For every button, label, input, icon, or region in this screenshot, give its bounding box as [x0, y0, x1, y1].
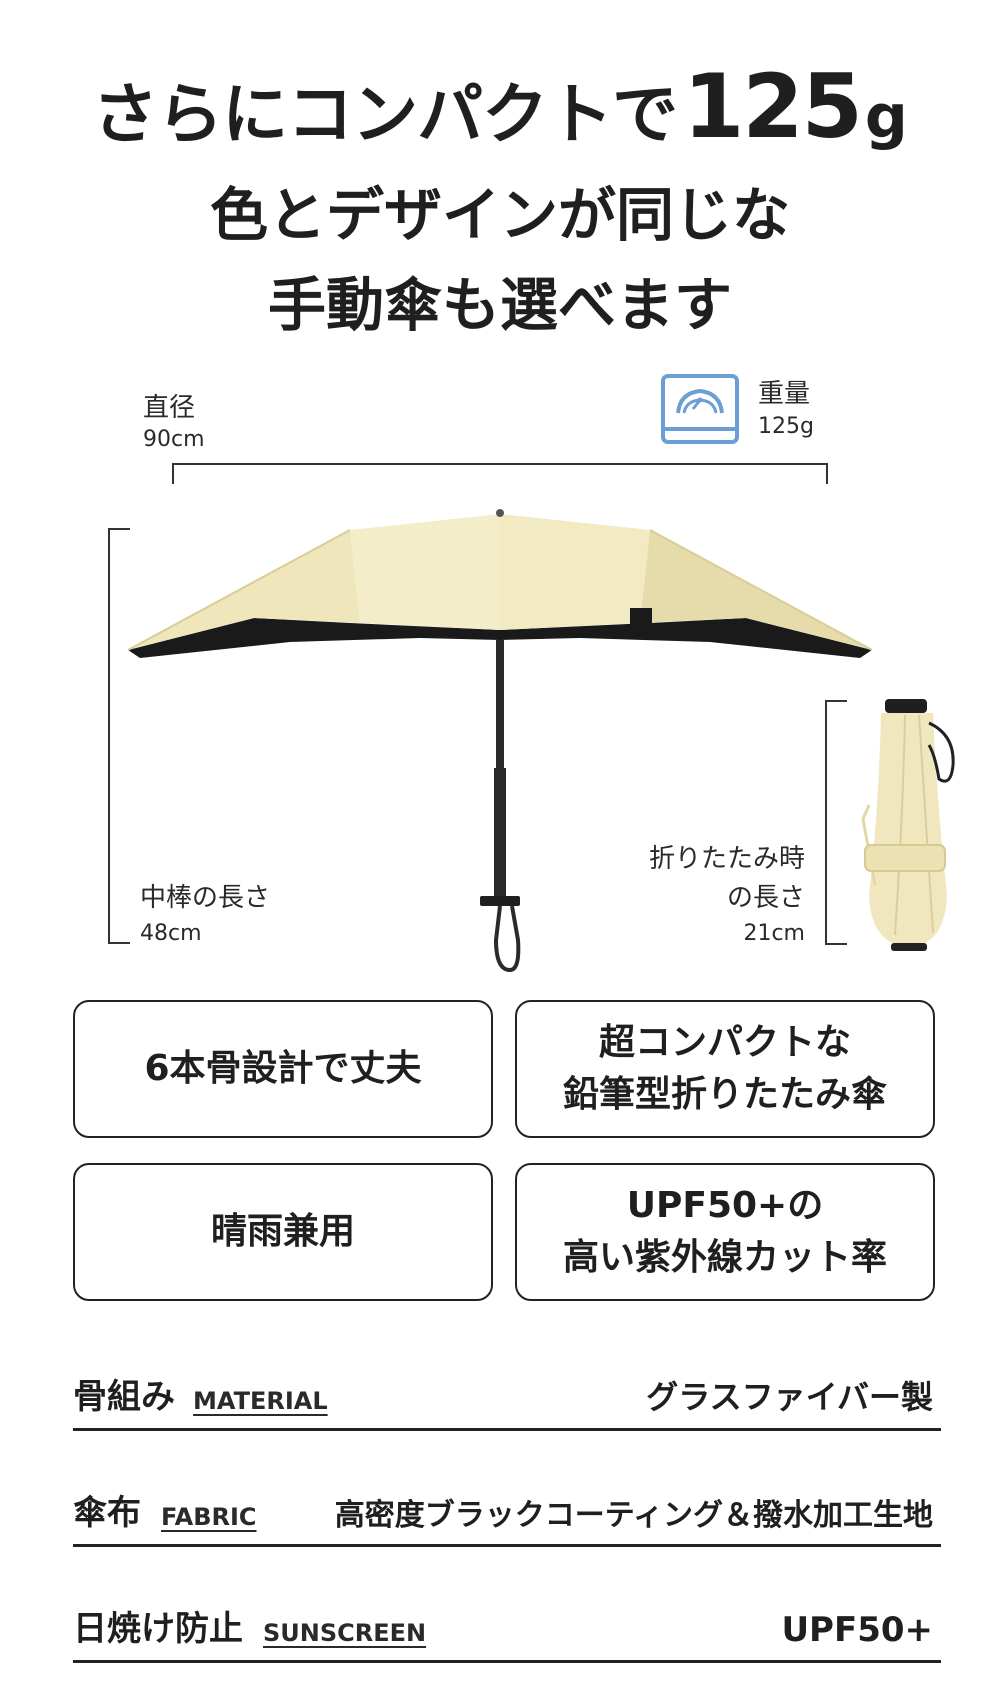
diameter-bracket	[172, 463, 828, 485]
shaft-length-value: 48cm	[140, 921, 202, 946]
headline-line2: 色とデザインが同じな	[209, 181, 790, 249]
feature-text-line2: 高い紫外線カット率	[562, 1237, 887, 1278]
weight-label: 重量	[758, 379, 811, 409]
spec-row-title: 傘布	[73, 1493, 141, 1533]
shaft-length-label: 中棒の長さ	[140, 883, 271, 913]
weight-value: 125g	[758, 414, 814, 439]
spec-row-en-label: FABRIC	[161, 1503, 257, 1531]
feature-box-upf: UPF50+の 高い紫外線カット率	[515, 1163, 935, 1301]
folded-length-value: 21cm	[743, 921, 805, 946]
feature-text-line1: 6本骨設計で丈夫	[144, 1048, 422, 1089]
feature-box-sturdy: 6本骨設計で丈夫	[73, 1000, 493, 1138]
feature-text-line1: 晴雨兼用	[210, 1211, 355, 1252]
feature-text-line1: 超コンパクトな	[598, 1022, 851, 1063]
feature-text-line2: 鉛筆型折りたたみ傘	[562, 1074, 887, 1115]
folded-length-label-line2: の長さ	[726, 883, 805, 913]
headline-line1: さらにコンパクトで125g	[0, 55, 1000, 158]
open-umbrella-image	[120, 500, 880, 985]
headline-weight-unit: g	[864, 82, 908, 152]
headline-line3: 手動傘も選べます	[267, 271, 732, 339]
shaft-length-bracket	[108, 528, 132, 944]
spec-row-en-label: MATERIAL	[193, 1387, 328, 1415]
spec-row-material: 骨組み MATERIAL グラスファイバー製	[73, 1368, 941, 1431]
spec-row-value: UPF50+	[781, 1610, 933, 1650]
diameter-label: 直径	[143, 393, 196, 423]
diameter-value: 90cm	[143, 427, 205, 452]
folded-umbrella-image	[855, 695, 995, 955]
scale-icon	[660, 373, 740, 445]
spec-row-sunscreen: 日焼け防止 SUNSCREEN UPF50+	[73, 1600, 941, 1663]
spec-row-fabric: 傘布 FABRIC 高密度ブラックコーティング＆撥水加工生地	[73, 1484, 941, 1547]
spec-row-title: 日焼け防止	[73, 1609, 243, 1649]
spec-row-title: 骨組み	[73, 1377, 175, 1417]
feature-box-sun-rain: 晴雨兼用	[73, 1163, 493, 1301]
feature-text-line1: UPF50+の	[626, 1185, 824, 1226]
folded-length-bracket	[825, 700, 849, 945]
headline-text: さらにコンパクトで	[92, 76, 678, 153]
spec-row-value: 高密度ブラックコーティング＆撥水加工生地	[334, 1498, 933, 1533]
headline-weight-number: 125	[683, 55, 863, 158]
folded-length-label-line1: 折りたたみ時	[648, 844, 805, 874]
spec-row-en-label: SUNSCREEN	[263, 1619, 427, 1647]
feature-box-compact: 超コンパクトな 鉛筆型折りたたみ傘	[515, 1000, 935, 1138]
spec-row-value: グラスファイバー製	[646, 1378, 933, 1416]
